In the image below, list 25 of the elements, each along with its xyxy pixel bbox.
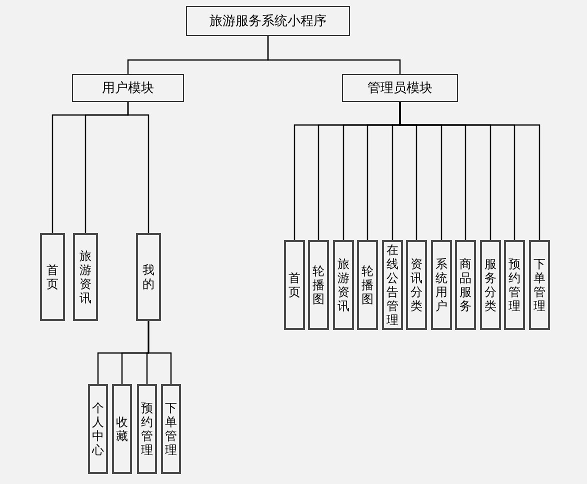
module-box: 管理员模块 [342,74,458,102]
function-box: 我的 [136,233,161,321]
function-box: 预约管理 [504,240,525,330]
connector-line [127,102,150,233]
function-box: 下单管理 [529,240,550,330]
function-box: 商品服务 [455,240,476,330]
function-box: 预约管理 [137,384,157,474]
function-box: 服务分类 [480,240,501,330]
function-box: 在线公告管理 [382,240,403,330]
function-box: 旅游资讯 [333,240,354,330]
function-box: 轮播图 [357,240,378,330]
function-box: 系统用户 [431,240,452,330]
title-box: 旅游服务系统小程序 [186,6,350,36]
connector-line [267,36,401,74]
function-box: 个人中心 [88,384,108,474]
function-box: 收藏 [112,384,132,474]
connector-line [148,321,172,384]
function-box: 资讯分类 [406,240,427,330]
module-box: 用户模块 [72,74,184,102]
function-box: 下单管理 [161,384,181,474]
function-box: 轮播图 [308,240,329,330]
function-box: 首页 [284,240,305,330]
function-box: 首页 [40,233,65,321]
connector-line [399,102,540,240]
function-box: 旅游资讯 [73,233,98,321]
